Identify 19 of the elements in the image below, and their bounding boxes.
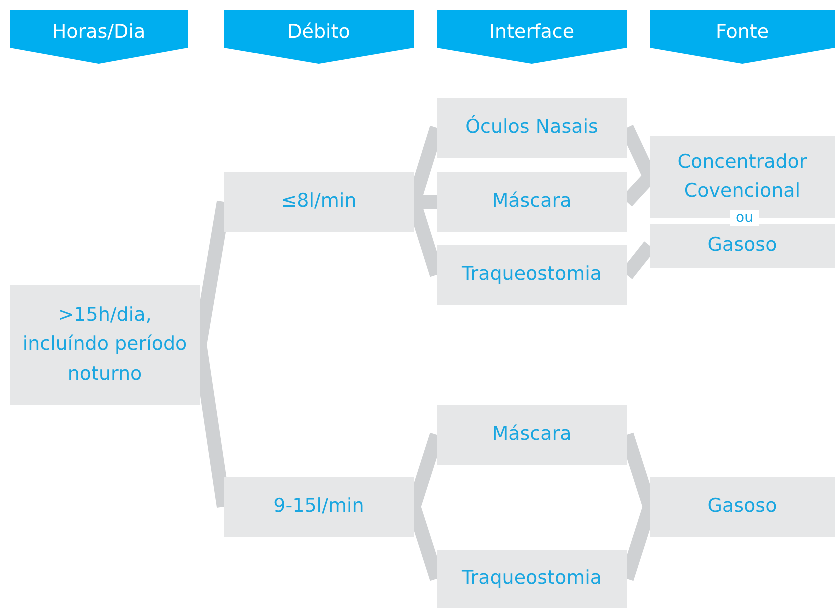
header-text: Débito <box>288 21 350 43</box>
header-banner <box>224 10 414 64</box>
header-text: Fonte <box>716 21 770 43</box>
connector-word: ou <box>730 210 760 226</box>
process-box: Máscara <box>437 172 627 232</box>
process-box: Gasoso <box>650 477 835 537</box>
process-box: Traqueostomia <box>437 550 627 608</box>
process-box: 9-15l/min <box>224 477 414 537</box>
process-box: Traqueostomia <box>437 245 627 305</box>
header-banner <box>437 10 627 64</box>
header-text: Interface <box>489 21 575 43</box>
process-box: >15h/dia, incluíndo período noturno <box>10 285 200 405</box>
header-banner <box>650 10 835 64</box>
process-box: Óculos Nasais <box>437 98 627 158</box>
process-box: Gasoso <box>650 224 835 268</box>
process-box: ≤8l/min <box>224 172 414 232</box>
process-box: Máscara <box>437 405 627 465</box>
header-banner <box>10 10 188 64</box>
header-text: Horas/Dia <box>52 21 146 43</box>
